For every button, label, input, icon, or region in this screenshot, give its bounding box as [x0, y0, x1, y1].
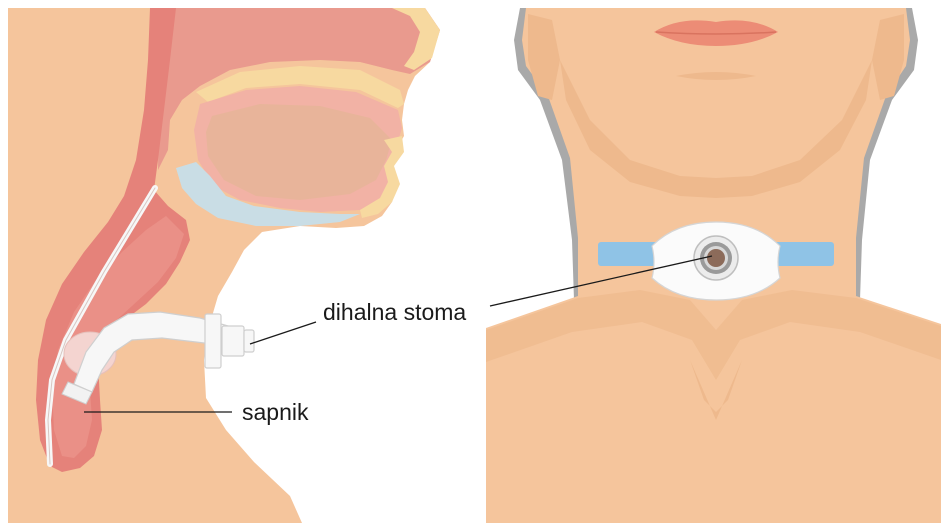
stoma-core	[707, 249, 725, 267]
stoma-label: dihalna stoma	[323, 301, 466, 324]
tube-flange	[205, 314, 221, 368]
tube-hub-cap	[244, 330, 254, 352]
tube-hub	[222, 326, 244, 356]
sagittal-head-icon	[8, 8, 440, 523]
sapnik-label: sapnik	[242, 401, 308, 424]
tube-leader-line	[250, 322, 316, 344]
